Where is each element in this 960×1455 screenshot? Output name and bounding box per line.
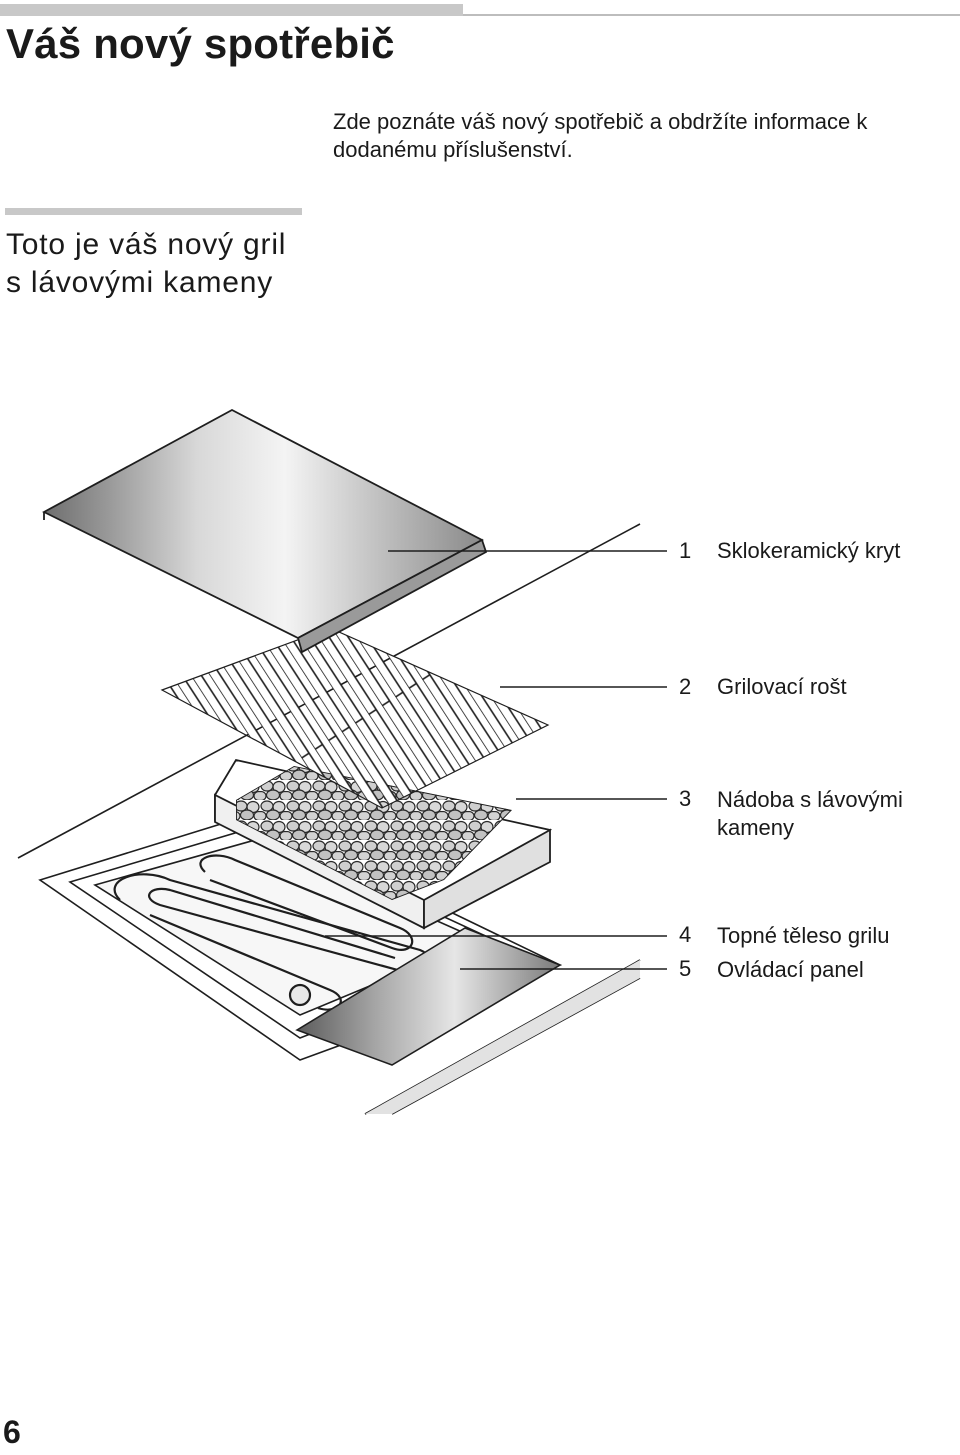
legend-label-5: Ovládací panel — [717, 957, 864, 982]
lava-stone-tray — [214, 758, 553, 930]
legend-number-1: 1 — [679, 538, 692, 563]
grill-grate — [160, 627, 550, 809]
grill-exploded-diagram — [17, 408, 667, 1115]
legend-number-4: 4 — [679, 922, 692, 947]
legend-number-5: 5 — [679, 956, 692, 981]
page-title: Váš nový spotřebič — [6, 20, 395, 67]
header-rule-bar — [0, 4, 463, 16]
worktop-front-band — [365, 960, 640, 1114]
section-rule — [5, 208, 302, 215]
legend-number-2: 2 — [679, 674, 692, 699]
intro-paragraph: Zde poznáte váš nový spotřebič a obdržít… — [333, 109, 868, 162]
header-rule-line — [463, 14, 960, 16]
legend-label-1: Sklokeramický kryt — [717, 538, 901, 563]
glass-ceramic-cover — [42, 408, 488, 654]
control-panel — [295, 927, 562, 1066]
section-heading: Toto je váš nový gril s lávovými kameny — [6, 228, 287, 299]
legend-label-3: Nádoba s lávovými kameny — [717, 787, 903, 840]
legend-label-2: Grilovací rošt — [717, 674, 847, 699]
leader-lines — [325, 550, 667, 970]
legend-label-4: Topné těleso grilu — [717, 923, 890, 948]
legend-number-3: 3 — [679, 786, 692, 811]
page-number: 6 — [3, 1414, 21, 1450]
